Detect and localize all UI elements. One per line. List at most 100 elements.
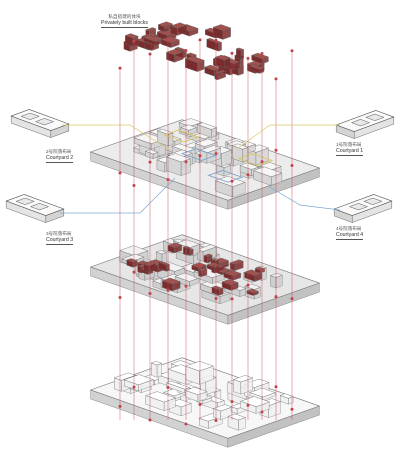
private-block-top [157,21,174,27]
connector-node [290,49,294,53]
connector-node [274,385,278,389]
connector-node [214,418,218,422]
courtyard-2-link [62,124,171,151]
connector-node [274,148,278,152]
private-block-top [165,48,184,56]
connector-node [184,49,188,53]
slab-1-building-top [180,124,197,131]
slab-2-private-block-top [203,253,213,257]
slab-2-private-block-top [223,269,242,277]
slab-2-private-block-top [167,242,183,248]
connector-node [274,295,278,299]
slab-2-private-block-top [211,264,220,268]
courtyard-4-label-en: Courtyard 4 [336,232,364,240]
connector-node [260,51,264,55]
courtyard-3-courtyard-void [29,203,50,211]
connector-node [246,283,250,287]
connector-node [148,52,152,56]
connector-node [274,77,278,81]
courtyard-3-label-en: Courtyard 3 [46,237,74,245]
courtyard-layer-slab [89,118,321,210]
slab-1-building-top [144,149,159,155]
connector-node [132,39,136,43]
connector-node [230,297,234,301]
courtyard-4-thumbnail [333,194,393,223]
courtyard-1-label-en: Courtyard 1 [336,148,364,156]
private-block-top [142,34,163,42]
connector-node [166,178,170,182]
courtyard-4-link [267,185,341,211]
slab-3-building-outline-front [151,362,158,378]
slab-2-private-block-top [158,261,170,266]
courtyard-3-thumbnail [5,194,65,223]
slab-2-private-block-top [182,245,191,249]
connector-node [230,400,234,404]
private-block-top [124,33,139,39]
slab-2-private-block-top [221,279,239,286]
connector-node [132,183,136,187]
connector-node [148,291,152,295]
slab-2-private-block-top [229,259,244,265]
slab-2-private-block-top [143,261,157,267]
courtyard-1-courtyard-void [365,113,385,121]
connector-node [290,297,294,301]
connector-node [198,154,202,158]
connector-node [260,268,264,272]
connector-node [148,160,152,164]
courtyard-3-label: 3号院落布局 Courtyard 3 [46,231,74,245]
privately-built-label-cn: 私自搭建的体块 [108,14,141,19]
courtyard-4-label: 4号院落布局 Courtyard 4 [336,226,364,240]
slab-2-private-block-top [197,267,208,272]
connector-node [118,404,122,408]
courtyard-1-label-cn: 1号院落布局 [336,142,362,147]
connector-node [230,179,234,183]
slab-3-building-outline-top [184,387,208,396]
slab-3-building-outline-top [113,372,136,381]
connector-node [230,51,234,55]
built-blocks-layer-slab [89,234,321,325]
connector-node [260,410,264,414]
slab-3-building-outline-top [185,361,214,372]
slab-1-courtyard-outline [163,129,200,143]
connector-node [184,422,188,426]
courtyard-2-label-en: Courtyard 2 [46,155,74,163]
slab-1-building-top [165,153,191,163]
connector-node [184,284,188,288]
connector-node [214,152,218,156]
slab-2-private-block-right [186,247,190,256]
private-block-top [160,36,180,44]
slab-3-building-outline-top [123,374,154,386]
connector-node [166,38,170,42]
connector-node [166,385,170,389]
slab-1-courtyard-outline [237,153,274,166]
connector-node [132,270,136,274]
slab-3-building-outline-top [212,404,233,412]
connector-node [118,171,122,175]
private-block-top [248,64,265,70]
connector-lines [60,38,341,426]
connector-node [198,403,202,407]
connector-node [214,38,218,42]
slab-2-private-block-top [211,285,224,291]
slab-2-building-front [270,275,277,289]
courtyard-1-courtyard-void [350,119,371,127]
slab-3-building-outline-right [156,363,162,378]
private-block-top [235,47,245,51]
slab-3-building-outline-top [249,387,276,398]
slab-2-private-block-top [246,288,260,294]
private-block-top [206,38,223,44]
private-block-right [218,42,222,52]
connector-node [166,288,170,292]
private-block-top [145,27,157,32]
slab-1-courtyard-outline [180,148,217,161]
privately-built-label: 私自搭建的体块 Privately built blocks [101,14,148,28]
connector-node [184,160,188,164]
slab-1-building-right [242,147,249,163]
slab-2-building-top [155,250,168,255]
connector-node [118,66,122,70]
connector-node [198,264,202,268]
slab-3-building-outline-top [150,361,163,366]
courtyard-2-label: 2号院落布局 Courtyard 2 [46,149,74,163]
